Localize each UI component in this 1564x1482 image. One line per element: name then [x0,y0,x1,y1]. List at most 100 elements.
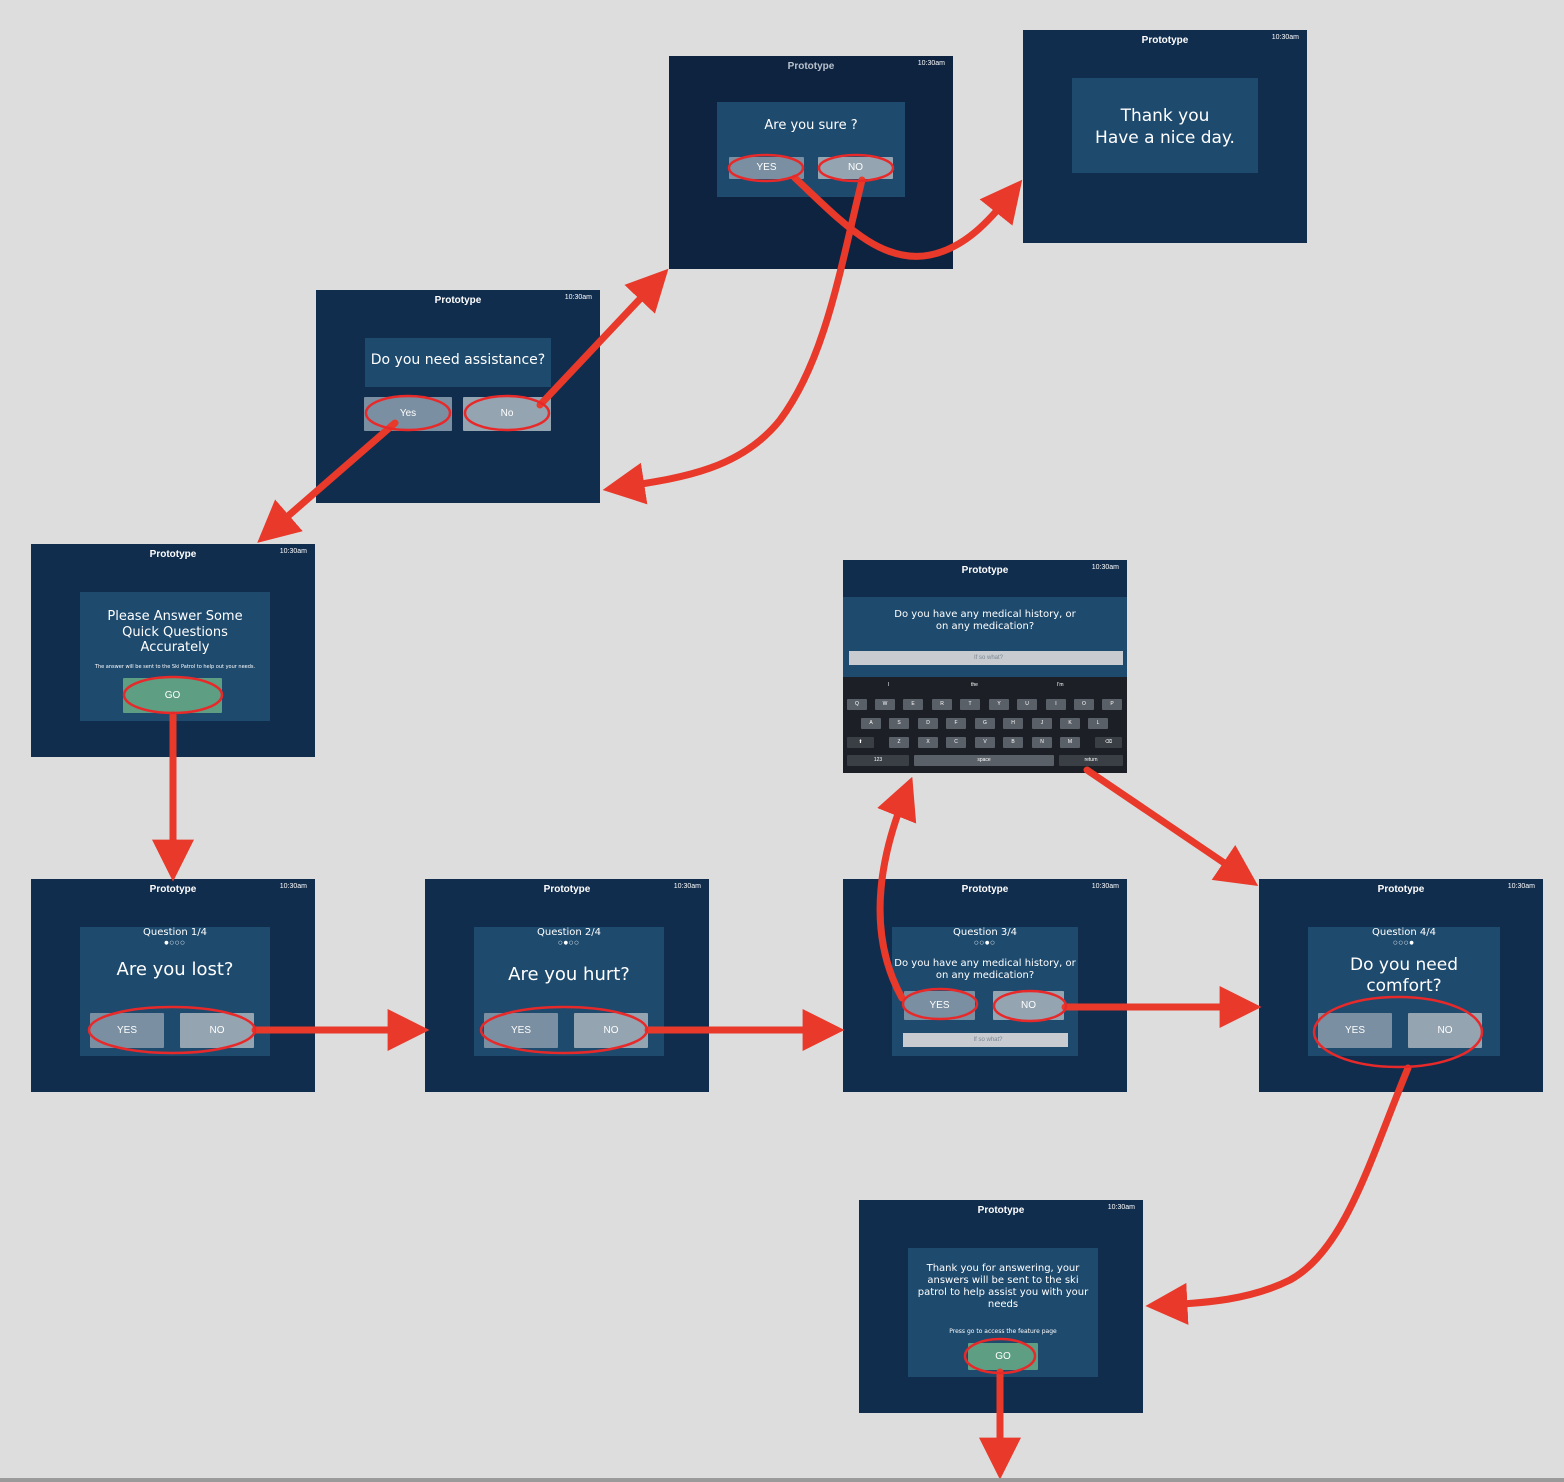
numbers-key[interactable]: 123 [847,755,909,766]
question-line: on any medication? [935,621,1035,632]
yes-button[interactable]: Yes [364,397,452,431]
suggestion[interactable]: I [888,682,890,688]
key[interactable]: N [1032,737,1052,748]
question-card: Question 4/4 ○○○● Do you need comfort? Y… [1308,927,1500,1056]
message-line: Thank you for answering, your [926,1263,1080,1274]
key[interactable]: R [932,699,952,710]
intro-card: Please Answer Some Quick Questions Accur… [80,592,270,721]
question-text: Do you need assistance? [370,352,546,368]
suggestion[interactable]: the [971,682,978,688]
key[interactable]: F [946,718,966,729]
question-card: Do you need assistance? [365,338,551,387]
medical-input[interactable]: If so what? [903,1033,1068,1047]
message-line: needs [987,1299,1019,1310]
go-button[interactable]: GO [968,1343,1038,1370]
yes-button[interactable]: YES [904,991,975,1020]
question-card: Question 3/4 ○○●○ Do you have any medica… [892,927,1078,1056]
question-counter: Question 4/4 [1372,927,1436,938]
key[interactable]: X [918,737,938,748]
progress-dots: ○○○● [1393,940,1415,946]
key[interactable]: T [960,699,980,710]
key[interactable]: D [918,718,938,729]
key[interactable]: K [1060,718,1080,729]
prototype-title: Prototype [149,884,197,895]
key[interactable]: C [946,737,966,748]
go-button[interactable]: GO [123,678,222,713]
screen-question-2: Prototype 10:30am Question 2/4 ○●○○ Are … [425,879,709,1092]
key[interactable]: V [975,737,995,748]
status-time: 10:30am [564,294,592,301]
key[interactable]: Y [989,699,1009,710]
key[interactable]: B [1003,737,1023,748]
message-line: patrol to help assist you with your [917,1287,1089,1298]
screen-thank-you: Prototype 10:30am Thank you Have a nice … [1023,30,1307,243]
message-line: answers will be sent to the ski [927,1275,1079,1286]
key[interactable]: W [875,699,895,710]
screen-medical-keyboard: Prototype 10:30am Do you have any medica… [843,560,1127,773]
question-text: Are you hurt? [508,964,630,985]
question-counter: Question 1/4 [143,927,207,938]
prototype-title: Prototype [149,549,197,560]
question-line: Do you have any medical history, or [894,958,1076,969]
key[interactable]: P [1102,699,1122,710]
key[interactable]: H [1003,718,1023,729]
question-card: Question 2/4 ○●○○ Are you hurt? YES NO [474,927,664,1056]
key[interactable]: U [1017,699,1037,710]
question-card: Are you sure ? YES NO [717,102,905,197]
status-time: 10:30am [673,883,701,890]
key[interactable]: G [975,718,995,729]
prototype-title: Prototype [787,61,835,72]
key[interactable]: A [861,718,881,729]
key[interactable]: Q [847,699,867,710]
key[interactable]: Z [889,737,909,748]
bottom-scrollbar [0,1478,1564,1482]
intro-note: The answer will be sent to the Ski Patro… [94,664,256,670]
progress-dots: ○○●○ [974,940,996,946]
key[interactable]: S [889,718,909,729]
status-time: 10:30am [1091,564,1119,571]
question-line: Do you have any medical history, or [894,609,1076,620]
no-button[interactable]: NO [818,157,893,179]
nice-day-line: Have a nice day. [1095,128,1235,148]
yes-button[interactable]: YES [1318,1013,1392,1048]
intro-line: Quick Questions [122,625,228,640]
thank-you-line: Thank you [1120,106,1210,126]
prototype-title: Prototype [434,295,482,306]
space-key[interactable]: space [914,755,1054,766]
status-time: 10:30am [1107,1204,1135,1211]
status-time: 10:30am [1091,883,1119,890]
status-time: 10:30am [279,883,307,890]
suggestion[interactable]: I'm [1057,682,1064,688]
key[interactable]: M [1060,737,1080,748]
question-card: Question 1/4 ●○○○ Are you lost? YES NO [80,927,270,1056]
no-button[interactable]: NO [180,1013,254,1048]
yes-button[interactable]: YES [484,1013,558,1048]
return-key[interactable]: return [1059,755,1123,766]
key[interactable]: O [1074,699,1094,710]
question-text: Are you lost? [116,959,234,980]
screen-assistance: Prototype 10:30am Do you need assistance… [316,290,600,503]
medical-input[interactable]: If so what? [849,651,1123,665]
shift-key[interactable]: ⬆ [847,737,874,748]
status-time: 10:30am [1507,883,1535,890]
yes-button[interactable]: YES [729,157,804,179]
key[interactable]: J [1032,718,1052,729]
question-line: Do you need [1349,955,1459,975]
key[interactable]: L [1088,718,1108,729]
prototype-title: Prototype [977,1205,1025,1216]
question-card: Do you have any medical history, or on a… [843,597,1127,677]
key[interactable]: I [1046,699,1066,710]
question-text: Are you sure ? [764,118,858,133]
no-button[interactable]: No [463,397,551,431]
feature-note: Press go to access the feature page [949,1328,1057,1335]
screen-question-3: Prototype 10:30am Question 3/4 ○○●○ Do y… [843,879,1127,1092]
no-button[interactable]: NO [1408,1013,1482,1048]
arrow-keyboard-to-q4 [1083,766,1259,886]
no-button[interactable]: NO [993,991,1064,1020]
backspace-key[interactable]: ⌫ [1095,737,1122,748]
no-button[interactable]: NO [574,1013,648,1048]
key[interactable]: E [903,699,923,710]
yes-button[interactable]: YES [90,1013,164,1048]
prototype-title: Prototype [961,565,1009,576]
status-time: 10:30am [917,60,945,67]
